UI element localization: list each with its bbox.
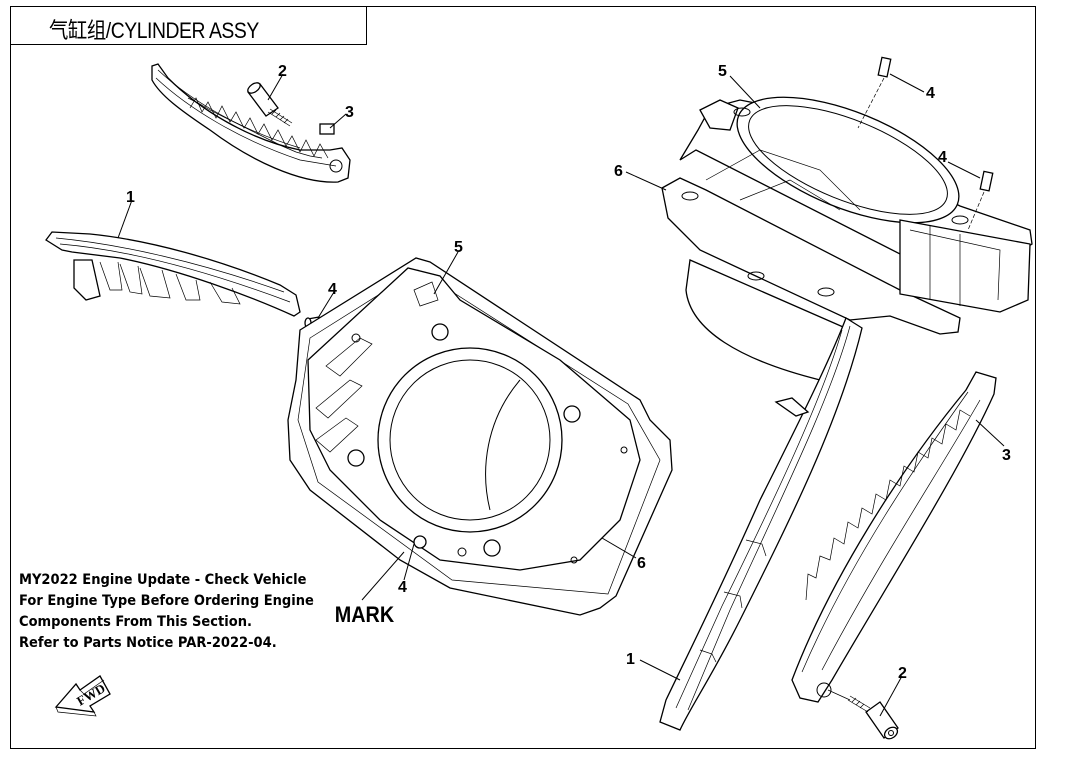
right-tensioner-guide[interactable] [791,371,997,703]
top-tensioner-guide[interactable] [151,63,351,183]
leader-line [117,199,133,239]
callout-4: 4 [328,281,337,298]
leader-line [317,291,335,319]
mark-leader-line [361,551,405,601]
leader-line [625,171,667,191]
right-chain-guide[interactable] [659,317,863,731]
leader-line [403,543,415,581]
leader-line [601,537,637,559]
callout-6: 6 [614,163,623,180]
notice-line: MY2022 Engine Update - Check Vehicle [19,572,307,588]
leader-line [947,161,981,179]
diagram-title: 气缸组/CYLINDER ASSY [49,18,259,43]
update-notice: MY2022 Engine Update - Check Vehicle For… [19,570,314,654]
drawing-frame [10,6,1036,749]
callout-2: 2 [898,665,907,682]
mark-label: MARK [335,603,394,627]
left-chain-guide[interactable] [45,231,301,317]
notice-line: For Engine Type Before Ordering Engine [19,593,314,609]
notice-line: Refer to Parts Notice PAR-2022-04. [19,635,277,651]
callout-3: 3 [1002,447,1011,464]
callout-4: 4 [938,149,947,166]
leader-line [975,419,1005,447]
callout-1: 1 [126,189,135,206]
callout-4: 4 [926,85,935,102]
callout-4: 4 [398,579,407,596]
title-block: 气缸组/CYLINDER ASSY [10,6,367,45]
leader-line [329,113,347,129]
leader-line [889,73,925,93]
callout-3: 3 [345,104,354,121]
left-head-gasket[interactable] [307,267,641,571]
leader-line [433,251,459,295]
right-cylinder-assembly[interactable] [661,71,1033,381]
right-dowel-pin-a[interactable] [857,56,892,129]
leader-line [729,75,761,109]
right-dowel-pin-b[interactable] [967,170,994,231]
leader-line [267,73,284,101]
callout-6: 6 [637,555,646,572]
callout-5: 5 [454,239,463,256]
notice-line: Components From This Section. [19,614,252,630]
fwd-arrow-icon: FWD [54,675,111,717]
leader-line [879,675,903,717]
callout-2: 2 [278,63,287,80]
top-pivot-bolt[interactable] [246,81,293,127]
callout-5: 5 [718,63,727,80]
callout-1: 1 [626,651,635,668]
leader-line [639,659,681,681]
bottom-pivot-bolt[interactable] [827,689,900,741]
